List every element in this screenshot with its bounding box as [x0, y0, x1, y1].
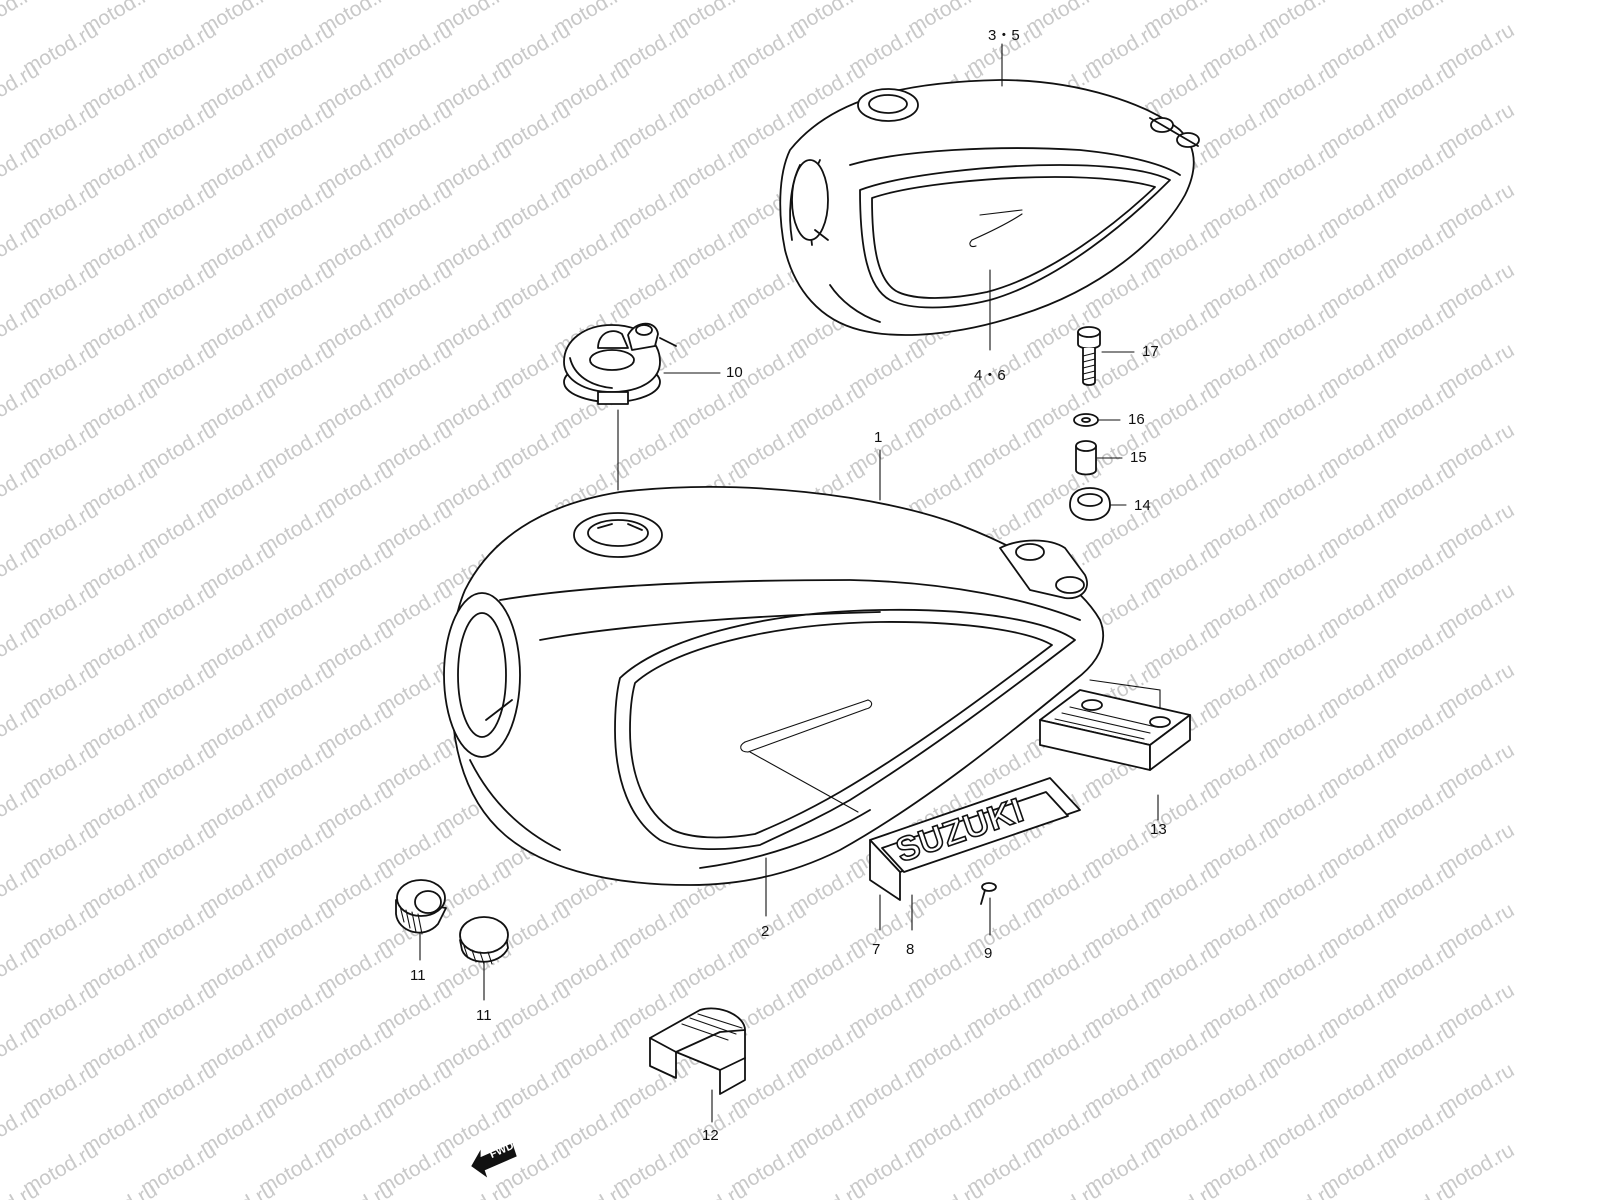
callout-1: 1: [874, 429, 883, 446]
callout-7: 7: [872, 941, 881, 958]
emblem-assembly: [869, 777, 1081, 901]
callout-15: 15: [1130, 449, 1147, 466]
cushion-13: [1039, 689, 1191, 771]
callout-12: 12: [702, 1127, 719, 1144]
callout-10: 10: [726, 364, 743, 381]
callout-4-6: 4・6: [974, 367, 1006, 384]
screw-9: [980, 882, 997, 905]
knob-11-right: [459, 916, 509, 965]
grommet-14: [1069, 487, 1111, 521]
callout-13: 13: [1150, 821, 1167, 838]
spacer-15: [1075, 440, 1097, 476]
callout-8: 8: [906, 941, 915, 958]
fuel-tank-upper: [779, 79, 1200, 336]
washer-16: [1073, 413, 1099, 427]
knob-11-left: [395, 879, 447, 935]
callout-9: 9: [984, 945, 993, 962]
cushion-12: [649, 1007, 746, 1095]
callout-14: 14: [1134, 497, 1151, 514]
bolt-17: [1077, 326, 1101, 386]
callout-3-5: 3・5: [988, 27, 1020, 44]
fuel-cap: [563, 322, 677, 405]
fuel-tank-main: [443, 486, 1105, 886]
callout-11b: 11: [476, 1007, 492, 1024]
callout-17: 17: [1142, 343, 1159, 360]
callout-2: 2: [761, 923, 770, 940]
callout-16: 16: [1128, 411, 1145, 428]
fwd-arrow: [471, 1143, 517, 1178]
callout-11a: 11: [410, 967, 426, 984]
